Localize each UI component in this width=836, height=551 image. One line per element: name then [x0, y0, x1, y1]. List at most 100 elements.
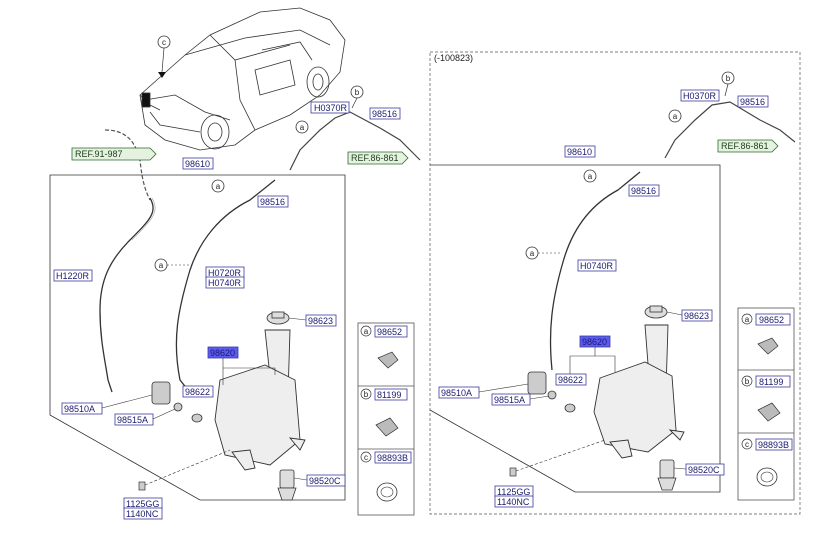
right-panel: (-100823) b H0370R 98516 a REF.86-861 98…: [429, 51, 801, 515]
svg-text:H1220R: H1220R: [56, 271, 90, 281]
legend-part-c-right[interactable]: 98893B: [758, 440, 789, 450]
bolt-part: [138, 481, 146, 491]
svg-text:98620: 98620: [582, 337, 607, 347]
clip-b-icon-right: [757, 402, 781, 422]
label-98515a-left[interactable]: 98515A: [114, 413, 154, 426]
label-1140nc-right[interactable]: 1140NC: [494, 495, 534, 508]
callout-b-right: b: [726, 74, 731, 83]
svg-text:98516: 98516: [260, 197, 285, 207]
label-98620-right[interactable]: 98620: [579, 335, 611, 348]
svg-text:REF.86-861: REF.86-861: [351, 153, 399, 163]
reservoir-part: [214, 329, 306, 471]
svg-text:98516: 98516: [740, 97, 765, 107]
label-h1220r-left[interactable]: H1220R: [53, 269, 93, 282]
motor-part: [277, 469, 297, 501]
cap-part-right: [644, 305, 668, 319]
label-98623-right[interactable]: 98623: [681, 309, 713, 322]
svg-text:98520C: 98520C: [688, 465, 720, 475]
svg-text:98515A: 98515A: [494, 395, 525, 405]
svg-text:REF.91-987: REF.91-987: [75, 149, 123, 159]
motor-part-right: [657, 459, 677, 491]
legend-key-b-left: b: [364, 390, 369, 399]
callout-a-right-low: a: [530, 249, 535, 258]
label-98520c-left[interactable]: 98520C: [306, 474, 346, 487]
label-1125gg-left[interactable]: 1125GG: [123, 497, 163, 510]
svg-text:98516: 98516: [372, 109, 397, 119]
svg-text:H0740R: H0740R: [208, 278, 242, 288]
legend-right: a 98652 b 81199 c 98893B: [737, 307, 795, 501]
label-98610-right[interactable]: 98610: [564, 145, 596, 158]
clip-icon: [377, 351, 399, 369]
grommet-icon: [376, 482, 398, 502]
label-h0370r-left[interactable]: H0370R: [310, 101, 350, 114]
svg-text:1140NC: 1140NC: [497, 497, 530, 507]
svg-text:98510A: 98510A: [441, 388, 472, 398]
label-98510a-left[interactable]: 98510A: [61, 402, 103, 415]
callout-a-left-mid: a: [216, 182, 221, 191]
legend-part-b-left[interactable]: 81199: [377, 390, 401, 400]
svg-text:98515A: 98515A: [117, 415, 148, 425]
svg-text:1125GG: 1125GG: [126, 499, 159, 509]
svg-text:98623: 98623: [308, 316, 333, 326]
legend-part-c-left[interactable]: 98893B: [377, 453, 408, 463]
label-h0740r-right[interactable]: H0740R: [577, 259, 617, 272]
callout-a-right-top: a: [673, 112, 678, 121]
clip-b-icon: [375, 417, 399, 437]
legend-part-a-left[interactable]: 98652: [377, 327, 402, 337]
callout-a-left-top: a: [300, 123, 305, 132]
legend-key-c-right: c: [745, 440, 749, 449]
cap-part: [266, 311, 290, 325]
legend-part-a-right[interactable]: 98652: [759, 315, 784, 325]
callout-c-car: c: [162, 38, 166, 47]
legend-key-a-right: a: [745, 315, 750, 324]
svg-text:1125GG: 1125GG: [497, 487, 530, 497]
label-98610-left[interactable]: 98610: [182, 157, 214, 170]
legend-key-a-left: a: [364, 327, 369, 336]
callout-b-left: b: [355, 88, 360, 97]
svg-text:H0740R: H0740R: [580, 261, 614, 271]
svg-text:98610: 98610: [185, 159, 210, 169]
label-1140nc-left[interactable]: 1140NC: [123, 507, 163, 520]
legend-part-b-right[interactable]: 81199: [759, 377, 783, 387]
svg-text:98520C: 98520C: [309, 476, 341, 486]
label-98515a-right[interactable]: 98515A: [491, 393, 531, 406]
right-panel-header: (-100823): [434, 53, 473, 63]
bolt-part-right: [509, 467, 517, 477]
label-h0720r-left[interactable]: H0720R: [205, 266, 245, 279]
svg-text:98622: 98622: [558, 375, 583, 385]
car-illustration: [139, 7, 346, 151]
label-98516-mid-left[interactable]: 98516: [257, 195, 289, 208]
label-h0740r-left[interactable]: H0740R: [205, 276, 245, 289]
svg-text:1140NC: 1140NC: [126, 509, 159, 519]
ref-label-right-left[interactable]: REF.86-861: [347, 151, 409, 165]
label-98516-top-left[interactable]: 98516: [369, 107, 401, 120]
grommet-icon-right: [756, 467, 778, 487]
pump-part: [151, 381, 183, 412]
svg-text:H0370R: H0370R: [314, 103, 348, 113]
label-98623-left[interactable]: 98623: [305, 314, 337, 327]
svg-text:H0720R: H0720R: [208, 268, 242, 278]
label-98622-left[interactable]: 98622: [182, 385, 214, 398]
ref-label-left[interactable]: REF.91-987: [71, 147, 157, 161]
svg-text:98623: 98623: [684, 311, 709, 321]
svg-text:98510A: 98510A: [64, 404, 95, 414]
svg-text:H0370R: H0370R: [683, 91, 717, 101]
svg-text:98610: 98610: [567, 147, 592, 157]
label-98622-right[interactable]: 98622: [555, 373, 587, 386]
label-98510a-right[interactable]: 98510A: [438, 386, 480, 399]
ref-label-right[interactable]: REF.86-861: [717, 139, 779, 153]
callout-a-left-low: a: [159, 261, 164, 270]
label-98620-left[interactable]: 98620: [207, 346, 239, 359]
label-1125gg-right[interactable]: 1125GG: [494, 485, 534, 498]
legend-key-b-right: b: [745, 377, 750, 386]
svg-text:98622: 98622: [185, 387, 210, 397]
legend-left: a 98652 b 81199 c 98893B: [357, 322, 415, 516]
label-h0370r-right[interactable]: H0370R: [680, 89, 720, 102]
label-98516-top-right[interactable]: 98516: [737, 95, 769, 108]
label-98520c-right[interactable]: 98520C: [685, 463, 725, 476]
left-panel: c REF.91-987 b H0370R 98516 REF.86-861 a: [49, 7, 421, 520]
label-98516-mid-right[interactable]: 98516: [628, 184, 660, 197]
pump-part-right: [527, 371, 557, 400]
